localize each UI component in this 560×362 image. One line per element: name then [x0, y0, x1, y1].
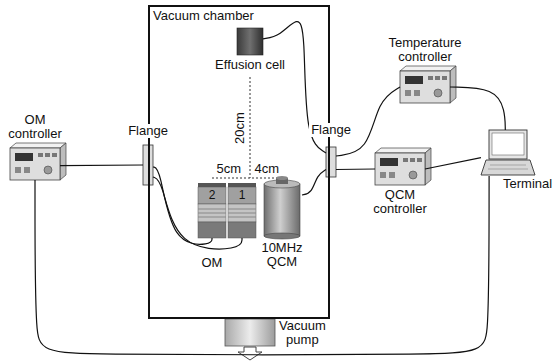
node-label: OM controller: [8, 113, 61, 141]
om-controller: OM controller: [10, 148, 60, 180]
qcm-controller: QCM controller: [375, 153, 425, 185]
dimension-label: 20cm: [233, 112, 247, 144]
temperature-controller: Temperature controller: [400, 71, 450, 103]
cable: [450, 87, 505, 130]
controller-device: [375, 148, 431, 185]
vacuum-pump: Vacuum pump: [225, 319, 275, 346]
dimension-label: 4cm: [255, 162, 280, 176]
qcm-body: [264, 176, 300, 239]
pump-arrow: [238, 347, 262, 360]
node-label: Terminal: [503, 177, 552, 191]
node-label: Vacuum pump: [279, 319, 326, 347]
node-label: 10MHz QCM: [261, 241, 302, 269]
node-label: Vacuum chamber: [153, 9, 254, 23]
node-label: Flange: [309, 123, 353, 137]
group-label: OM: [202, 256, 223, 270]
cable: [60, 164, 143, 166]
node-label: QCM controller: [373, 188, 426, 216]
cable: [302, 170, 326, 196]
node-label: 1: [239, 188, 246, 202]
flange-body: [326, 147, 336, 177]
om-sensor-body: [198, 183, 226, 238]
node-label: 2: [209, 188, 216, 202]
om-sensor: 2: [198, 183, 226, 238]
om-sensor-body: [228, 183, 256, 238]
om-sensor: 1: [228, 183, 256, 238]
qcm-sensor: 10MHz QCM: [262, 177, 302, 237]
cable: [153, 177, 242, 249]
dimension-label: 5cm: [217, 162, 242, 176]
terminal-laptop: Terminal: [481, 130, 535, 176]
dimension-line: [250, 77, 251, 178]
node-label: Flange: [126, 124, 170, 138]
effusion-cell: Effusion cell: [237, 28, 263, 55]
pump-body: [225, 319, 275, 346]
controller-device: [400, 66, 456, 103]
cable: [153, 167, 212, 244]
node-label: Temperature controller: [389, 36, 462, 64]
cable: [336, 168, 375, 170]
laptop-icon: [481, 130, 535, 175]
dimension-line: [212, 178, 282, 179]
flange: Flange: [143, 145, 153, 185]
controller-device: [10, 143, 66, 180]
cable: [336, 87, 400, 156]
cable: [35, 176, 489, 355]
cable: [425, 158, 481, 169]
node-label: Effusion cell: [215, 58, 285, 72]
flange: Flange: [326, 147, 336, 177]
effusion-cell-body: [237, 28, 263, 55]
